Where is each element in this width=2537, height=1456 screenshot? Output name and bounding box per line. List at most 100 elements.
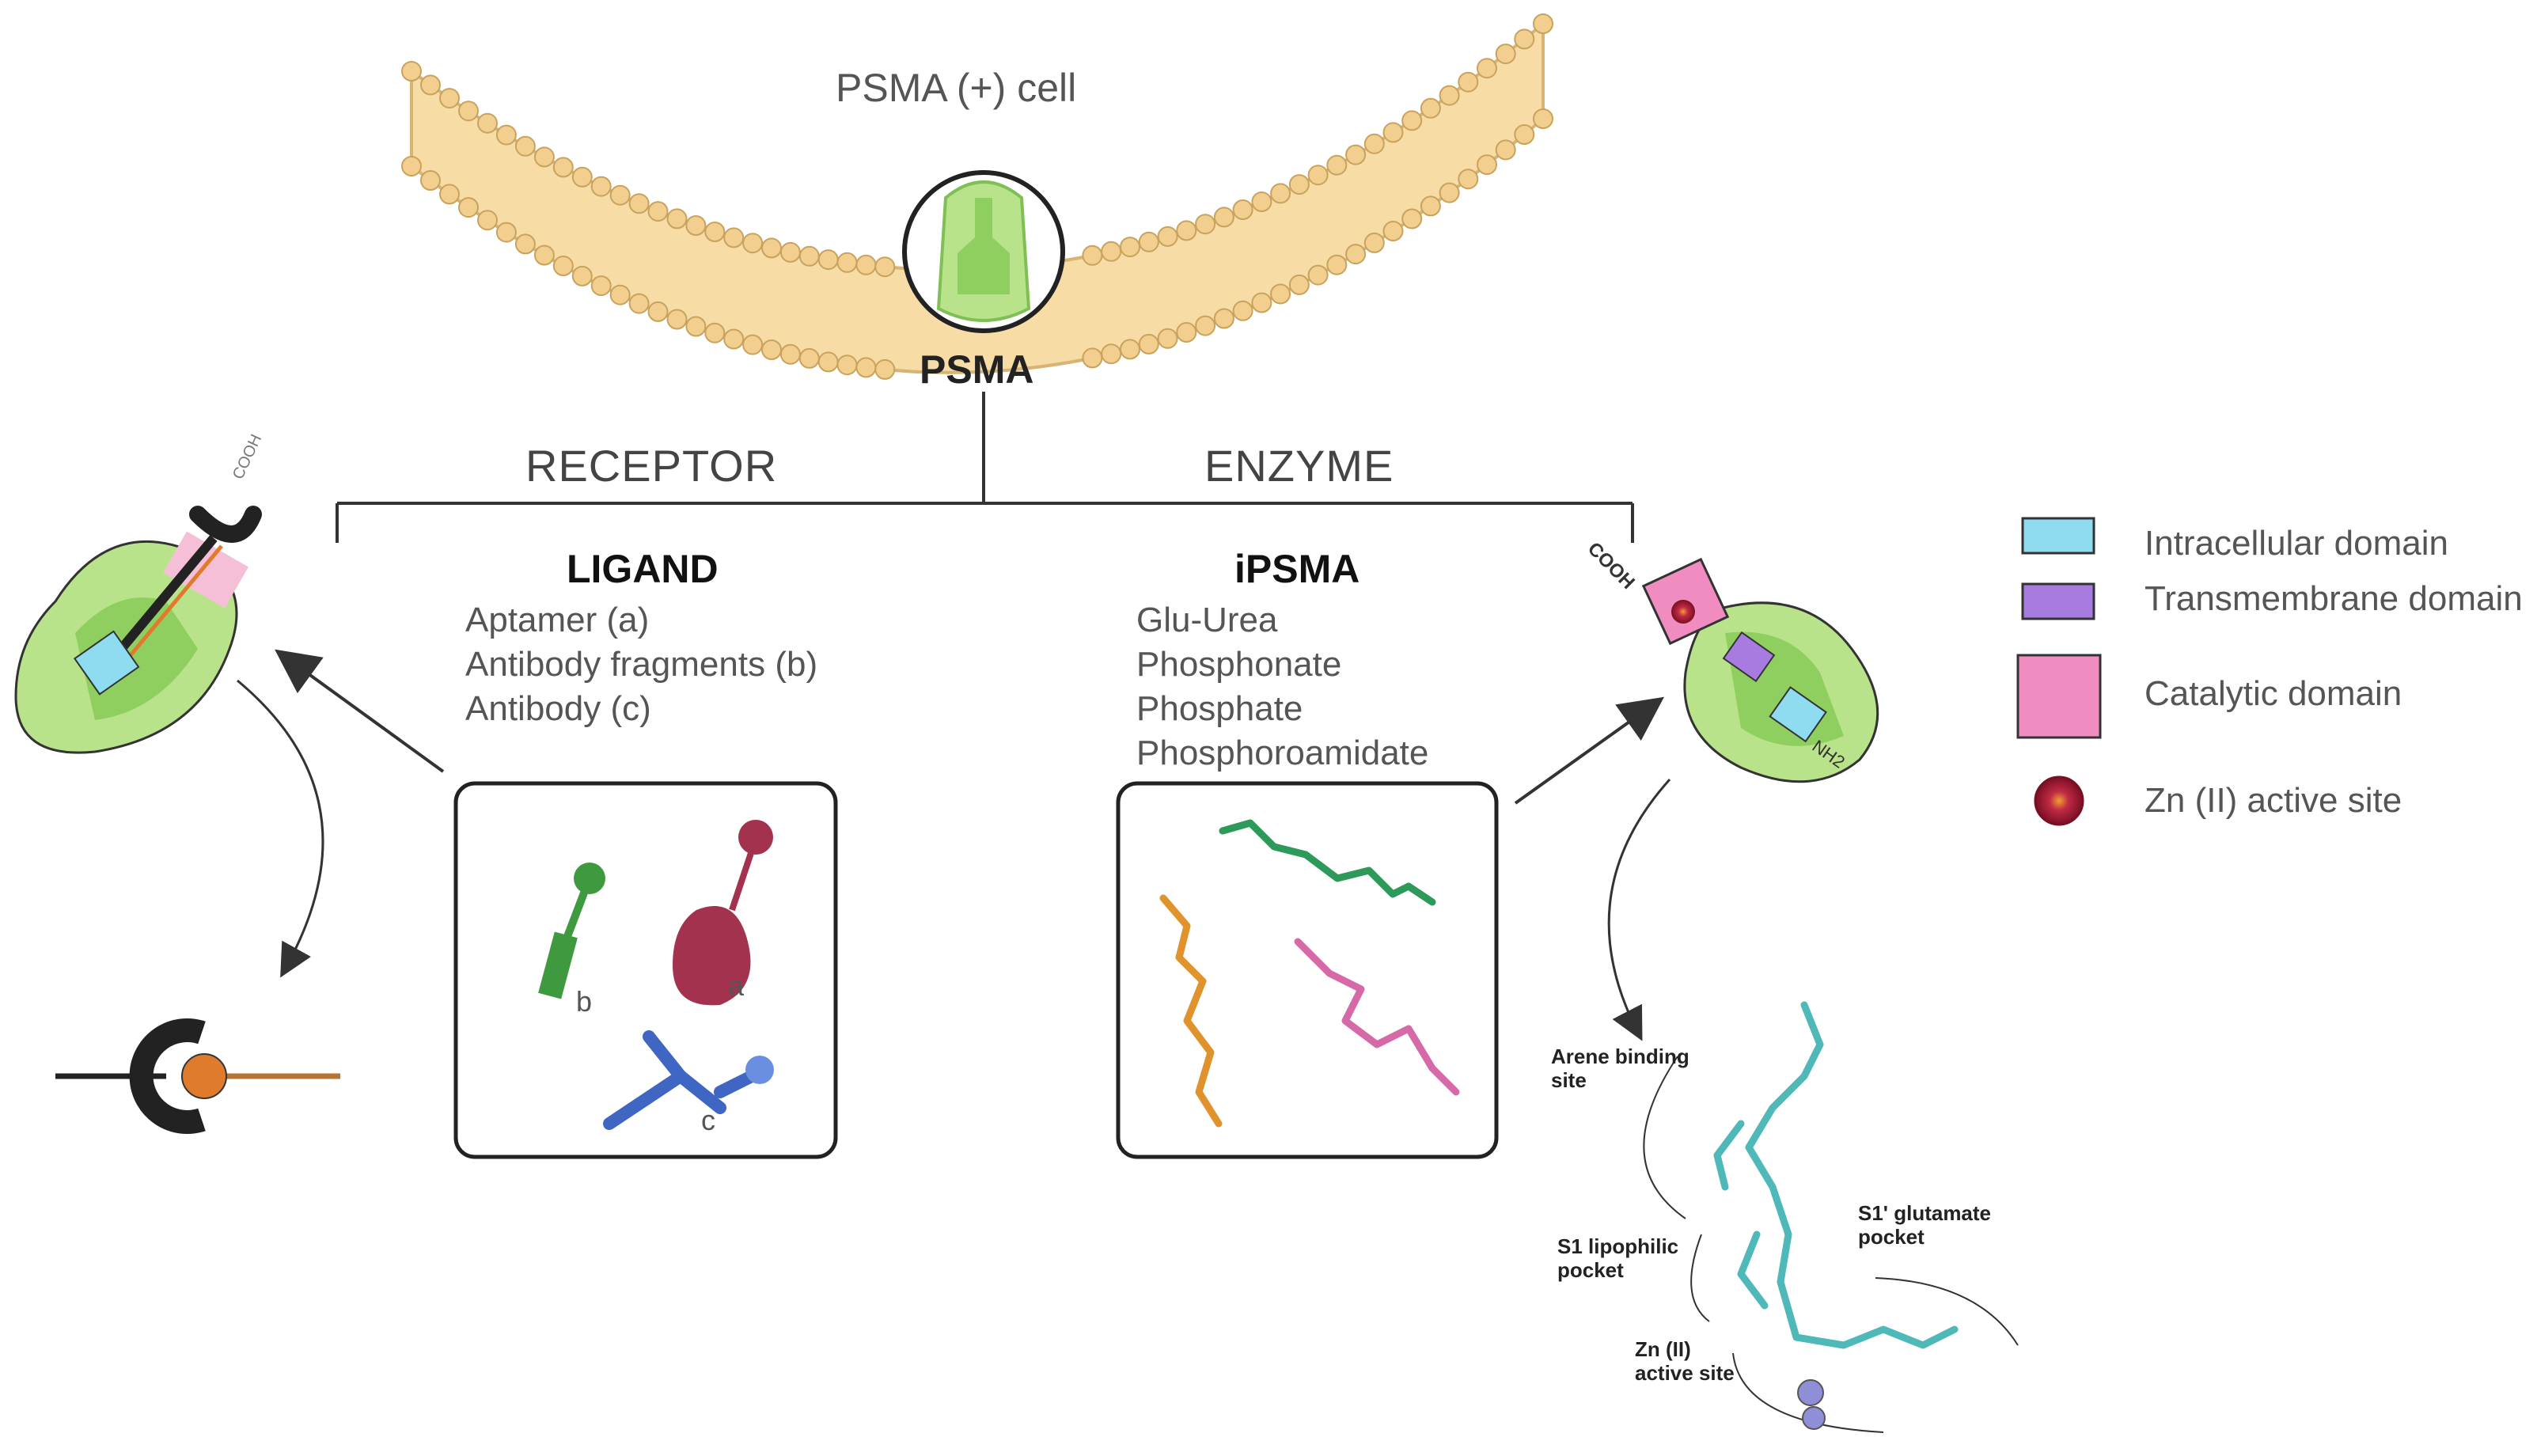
lipid-head (761, 237, 782, 259)
s1-pocket-label: S1 lipophilic pocket (1557, 1234, 1678, 1282)
lipid-head (723, 227, 745, 248)
lipid-head (477, 112, 498, 134)
lipid-head (1363, 232, 1385, 253)
psma-label: PSMA (920, 347, 1034, 392)
molecule-stick (1745, 1001, 1824, 1341)
lipid-head (1120, 237, 1140, 258)
lipid-head (571, 166, 593, 188)
lipid-head (571, 265, 593, 286)
lipid-head (401, 156, 422, 176)
lipid-head (609, 184, 631, 206)
lipid-head (514, 233, 536, 255)
lipid-head (1458, 169, 1479, 190)
lipid-head (1495, 139, 1516, 161)
ipsma-title: iPSMA (1234, 547, 1360, 591)
zn-label-line: active site (1635, 1361, 1735, 1385)
arrow-inhibitor-to-enzyme (1514, 696, 1665, 805)
lipid-head (1195, 214, 1216, 235)
lipid-head (1477, 154, 1497, 176)
lipid-head (1138, 231, 1159, 252)
binding-site-structure (1643, 1001, 2019, 1433)
lipid-head (1232, 300, 1253, 321)
lipid-head (1232, 199, 1253, 220)
lipid-head (439, 184, 460, 205)
lipid-head (1176, 322, 1197, 343)
lipid-head (817, 351, 839, 373)
lipid-head (1120, 339, 1140, 360)
lipid-head (1420, 195, 1441, 217)
branch-connector (336, 392, 1634, 543)
lipid-head (477, 210, 498, 231)
lipid-head (836, 252, 858, 273)
legend-transmembrane: Transmembrane domain (2145, 579, 2523, 618)
molecule-stick (1737, 1230, 1769, 1310)
lipid-head (533, 245, 555, 266)
lipid-head (1138, 333, 1159, 355)
lipid-head (1477, 58, 1497, 79)
lipid-head (1382, 122, 1404, 143)
arrow-receptor-down (237, 679, 324, 978)
ligand-conjugate-symbol (55, 1018, 340, 1134)
lipid-head (855, 254, 877, 275)
lipid-head (401, 61, 422, 82)
molecule-stick (1159, 894, 1223, 1128)
s1prime-label-line: S1' glutamate (1858, 1201, 1992, 1225)
lipid-head (1495, 44, 1516, 65)
molecule-stick (1792, 1325, 1959, 1349)
ligand-item: Antibody (c) (465, 689, 651, 728)
lipid-head (628, 193, 650, 214)
legend-catalytic: Catalytic domain (2145, 674, 2402, 713)
lipid-head (1307, 165, 1329, 186)
s1prime-label-line: pocket (1858, 1225, 1925, 1249)
lipid-head (1288, 174, 1310, 195)
lipid-head (704, 322, 726, 343)
lipid-head (533, 146, 555, 168)
lipid-head (1401, 208, 1423, 229)
lipid-head (779, 343, 801, 365)
lipid-head (1157, 226, 1178, 247)
lipid-head (1251, 292, 1272, 313)
lipid-head (1082, 347, 1103, 369)
lipid-head (1401, 110, 1423, 131)
lipid-head (1101, 343, 1122, 365)
lipid-head (685, 215, 707, 236)
s1-label-line: pocket (1557, 1258, 1624, 1282)
inhibitor-molecules (1159, 819, 1460, 1128)
lipid-head (1176, 220, 1197, 241)
letter-c: c (701, 1104, 715, 1136)
lipid-head (590, 176, 612, 197)
lipid-head (1345, 244, 1367, 265)
ipsma-item: Phosphonate (1136, 645, 1342, 684)
lipid-head (855, 357, 877, 378)
arene-site-label: Arene binding site (1551, 1045, 1689, 1092)
lipid-head (742, 334, 764, 355)
aptamer (673, 820, 773, 1006)
lipid-head (1345, 144, 1367, 165)
lipid-head (761, 339, 782, 360)
lipid-head (874, 358, 896, 380)
lipid-head (1251, 191, 1272, 212)
lipid-head (1326, 154, 1348, 176)
letter-a: a (728, 969, 745, 1002)
lipid-head (666, 208, 688, 229)
cell-membrane (401, 13, 1553, 380)
lipid-head (458, 100, 479, 122)
lipid-head (1288, 274, 1310, 295)
lipid-head (420, 74, 441, 96)
lipid-head (647, 301, 669, 322)
ligand-list: Aptamer (a) Antibody fragments (b) Antib… (465, 598, 817, 731)
ipsma-item: Phosphoroamidate (1136, 734, 1429, 772)
lipid-head (495, 124, 517, 146)
lipid-head (1439, 85, 1460, 106)
lipid-head (1270, 283, 1291, 305)
ipsma-box (1116, 781, 1499, 1159)
branch-enzyme-label: ENZYME (1204, 441, 1394, 491)
molecule-stick (1294, 938, 1460, 1096)
lipid-head (1213, 207, 1234, 228)
lipid-head (1363, 133, 1385, 154)
legend-swatches (2016, 517, 2102, 826)
lipid-head (458, 197, 479, 218)
lipid-head (420, 170, 441, 191)
branch-receptor-label: RECEPTOR (525, 441, 778, 491)
